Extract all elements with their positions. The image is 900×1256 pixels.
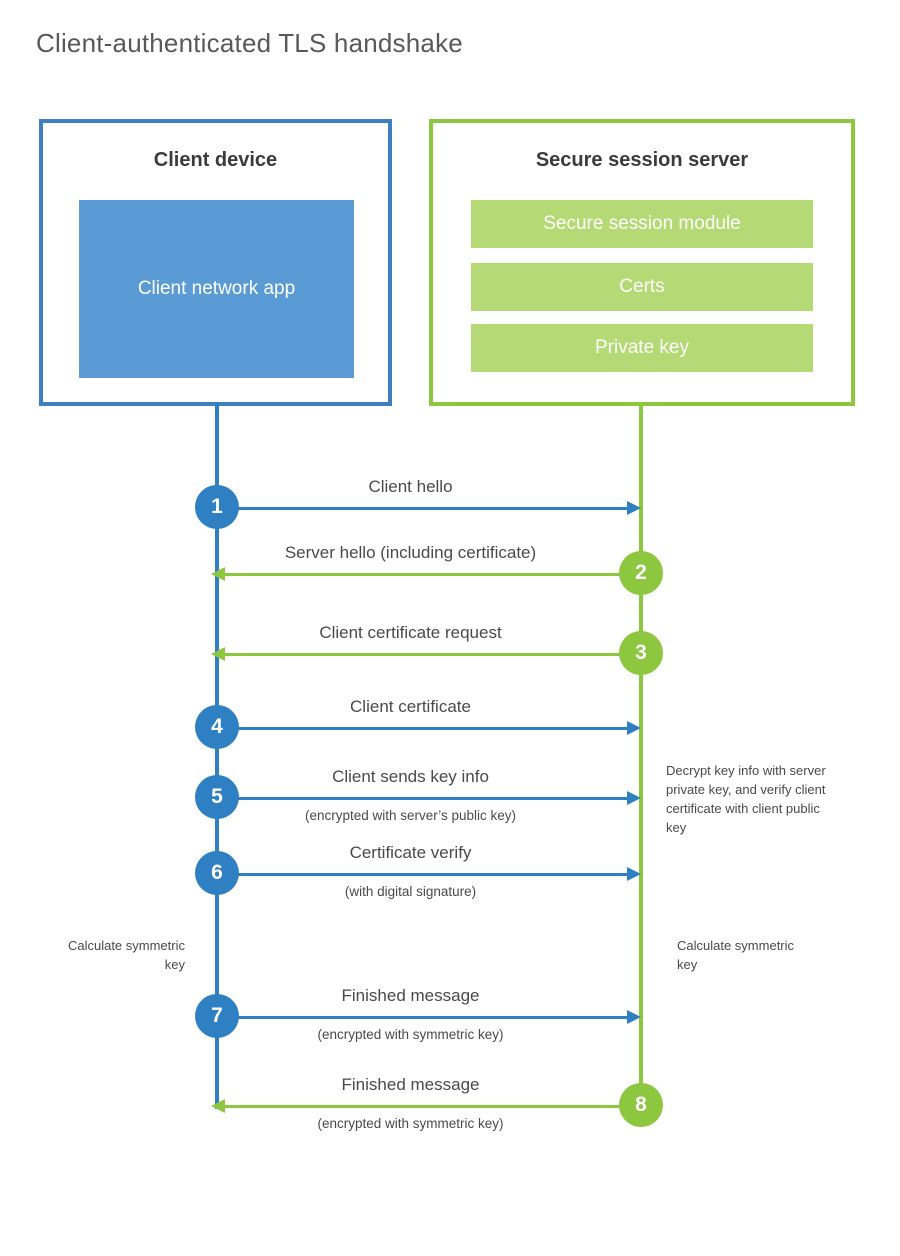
message-label-3: Client certificate request	[319, 623, 502, 642]
message-label-4: Client certificate	[350, 697, 471, 716]
message-label-7: Finished message	[341, 986, 480, 1005]
client-device-title: Client device	[153, 149, 278, 171]
secure-session-server-title: Secure session server	[535, 149, 749, 171]
certs-block: Certs	[471, 263, 813, 311]
server-lifeline	[639, 403, 643, 1107]
arrow-head	[627, 791, 641, 805]
arrow-line	[225, 653, 635, 656]
secure-session-module-block: Secure session module	[471, 200, 813, 248]
arrow-line	[223, 797, 627, 800]
page-title: Client-authenticated TLS handshake	[36, 28, 463, 58]
arrow-line	[225, 1105, 635, 1108]
message-sublabel-7: (encrypted with symmetric key)	[317, 1027, 504, 1042]
arrow-head	[627, 501, 641, 515]
arrow-line	[223, 873, 627, 876]
arrow-line	[223, 727, 627, 730]
message-label-5: Client sends key info	[332, 767, 489, 786]
message-sublabel-6: (with digital signature)	[344, 884, 477, 899]
arrow-head	[211, 647, 225, 661]
server-calculate-symmetric-key-note: Calculate symmetric key	[677, 938, 795, 972]
message-label-2: Server hello (including certificate)	[284, 543, 537, 562]
client-network-app-block: Client network app	[79, 200, 354, 378]
message-label-8: Finished message	[341, 1075, 480, 1094]
arrow-head	[211, 567, 225, 581]
arrow-head	[627, 721, 641, 735]
message-label-1: Client hello	[368, 477, 453, 496]
message-sublabel-8: (encrypted with symmetric key)	[317, 1116, 504, 1131]
arrow-head	[211, 1099, 225, 1113]
message-label-6: Certificate verify	[349, 843, 472, 862]
arrow-line	[223, 1016, 627, 1019]
private-key-block: Private key	[471, 324, 813, 372]
arrow-line	[223, 507, 627, 510]
client-calculate-symmetric-key-note: Calculate symmetric key	[67, 938, 185, 972]
step-number-2[interactable]: 2	[619, 551, 663, 595]
client-lifeline	[215, 403, 219, 1109]
server-decrypt-note: Decrypt key info with server private key…	[666, 763, 826, 835]
step-number-8[interactable]: 8	[619, 1083, 663, 1127]
arrow-head	[627, 1010, 641, 1024]
arrow-line	[225, 573, 635, 576]
secure-session-server-box: Secure session server Secure session mod…	[429, 119, 855, 406]
arrow-head	[627, 867, 641, 881]
client-device-box: Client device Client network app	[39, 119, 392, 406]
message-sublabel-5: (encrypted with server’s public key)	[304, 808, 517, 823]
